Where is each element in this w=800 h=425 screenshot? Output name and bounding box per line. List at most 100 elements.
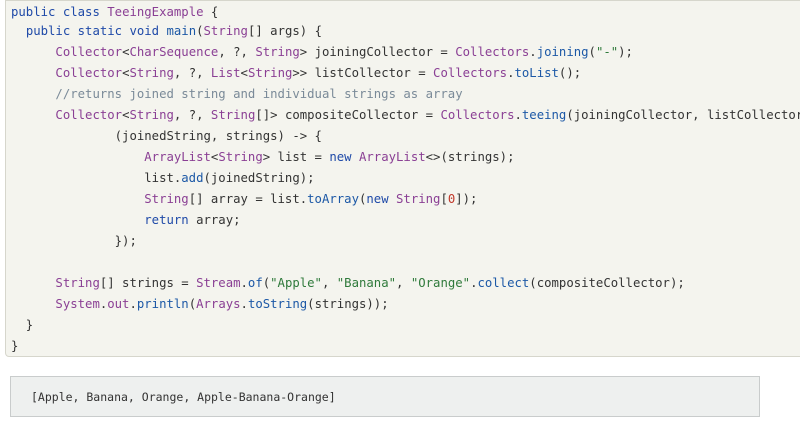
code-token	[352, 150, 359, 164]
code-token: Collector	[55, 66, 123, 80]
code-token: String	[210, 108, 256, 122]
code-token: <	[122, 45, 130, 59]
code-token: //returns joined string and individual s…	[55, 87, 463, 101]
code-token: (	[196, 24, 204, 38]
code-token: Stream	[196, 276, 241, 290]
code-token: (strings));	[307, 297, 389, 311]
code-token: .	[129, 297, 137, 311]
code-token	[11, 297, 55, 311]
code-token: , ?,	[218, 45, 256, 59]
code-token: ,	[396, 276, 411, 290]
code-line: public class TeeingExample {	[11, 4, 218, 20]
code-line: System.out.println(Arrays.toString(strin…	[11, 296, 389, 312]
code-block: public class TeeingExample { public stat…	[5, 0, 800, 357]
code-token: main	[166, 24, 197, 38]
code-line: ArrayList<String> list = new ArrayList<>…	[11, 149, 514, 165]
code-token	[11, 192, 144, 206]
code-token: public	[11, 5, 56, 19]
code-token: toArray	[307, 192, 359, 206]
code-token: new	[329, 150, 352, 164]
code-token: , ?,	[173, 66, 211, 80]
code-token: String	[203, 24, 248, 38]
code-token: Arrays	[196, 297, 241, 311]
code-token	[11, 24, 26, 38]
code-token	[11, 213, 144, 227]
code-token	[159, 24, 166, 38]
code-token	[11, 87, 55, 101]
code-token: .	[507, 66, 515, 80]
output-block: [Apple, Banana, Orange, Apple-Banana-Ora…	[10, 376, 760, 417]
code-token: .	[514, 108, 522, 122]
code-token: [] array = list.	[188, 192, 308, 206]
code-token: Collectors	[433, 66, 508, 80]
code-token: List	[210, 66, 241, 80]
code-token: ArrayList	[144, 150, 211, 164]
code-token: static	[77, 24, 123, 38]
code-line: Collector<String, ?, String[]> composite…	[11, 107, 800, 123]
code-line: String[] strings = Stream.of("Apple", "B…	[11, 275, 685, 291]
code-token: (joinedString, strings) -> {	[11, 129, 322, 143]
code-token: );	[618, 45, 633, 59]
code-token	[11, 150, 144, 164]
code-line: Collector<CharSequence, ?, String> joini…	[11, 44, 633, 60]
code-token: , ?,	[173, 108, 211, 122]
code-token: "-"	[595, 45, 619, 59]
code-token	[11, 66, 55, 80]
code-token: [] args) {	[247, 24, 322, 38]
code-token	[11, 108, 55, 122]
code-token: toString	[247, 297, 308, 311]
code-token: ArrayList	[359, 150, 426, 164]
code-token: .	[470, 276, 478, 290]
code-token: .	[240, 276, 248, 290]
code-token: "Apple"	[270, 276, 322, 290]
code-token: ,	[321, 276, 337, 290]
code-token: add	[181, 171, 204, 185]
code-token: class	[62, 5, 100, 19]
code-token: <>(strings);	[425, 150, 515, 164]
code-token: String	[144, 192, 189, 206]
code-token: CharSequence	[129, 45, 219, 59]
code-line: list.add(joinedString);	[11, 170, 314, 186]
code-line: Collector<String, ?, List<String>> listC…	[11, 65, 581, 81]
code-token: .	[99, 297, 108, 311]
code-token: <	[240, 66, 248, 80]
code-token: (joiningCollector, listCollector,	[566, 108, 800, 122]
code-token: (	[262, 276, 271, 290]
code-token: void	[129, 24, 160, 38]
code-token: System	[55, 297, 100, 311]
code-token	[11, 45, 55, 59]
code-token: toList	[514, 66, 559, 80]
code-token: .	[240, 297, 248, 311]
code-token: String	[129, 66, 174, 80]
code-token: (	[588, 45, 596, 59]
code-token: String	[55, 276, 100, 290]
code-line: String[] array = list.toArray(new String…	[11, 191, 477, 207]
code-line: });	[11, 233, 137, 249]
code-token: teeing	[521, 108, 567, 122]
code-token: String	[396, 192, 441, 206]
code-token: return	[144, 213, 189, 227]
code-token	[11, 276, 55, 290]
code-token: public	[25, 24, 71, 38]
code-token: >> listCollector =	[292, 66, 434, 80]
code-token: <	[122, 66, 130, 80]
code-token: ]);	[455, 192, 478, 206]
code-token: collect	[477, 276, 530, 290]
code-line: public static void main(String[] args) {	[11, 23, 322, 39]
code-token: <	[210, 150, 219, 164]
code-token	[55, 5, 62, 19]
code-token: array;	[188, 213, 241, 227]
code-line: }	[11, 338, 18, 354]
code-line: return array;	[11, 212, 241, 228]
code-token: }	[11, 318, 34, 332]
code-token: []> compositeCollector =	[255, 108, 441, 122]
code-token: (compositeCollector);	[529, 276, 685, 290]
code-token: > joiningCollector =	[299, 45, 456, 59]
code-token: (	[188, 297, 197, 311]
code-token	[70, 24, 77, 38]
code-token: String	[247, 66, 293, 80]
code-token: TeeingExample	[107, 5, 204, 19]
code-line: }	[11, 317, 33, 333]
code-token: {	[203, 5, 219, 19]
code-token: String	[255, 45, 300, 59]
